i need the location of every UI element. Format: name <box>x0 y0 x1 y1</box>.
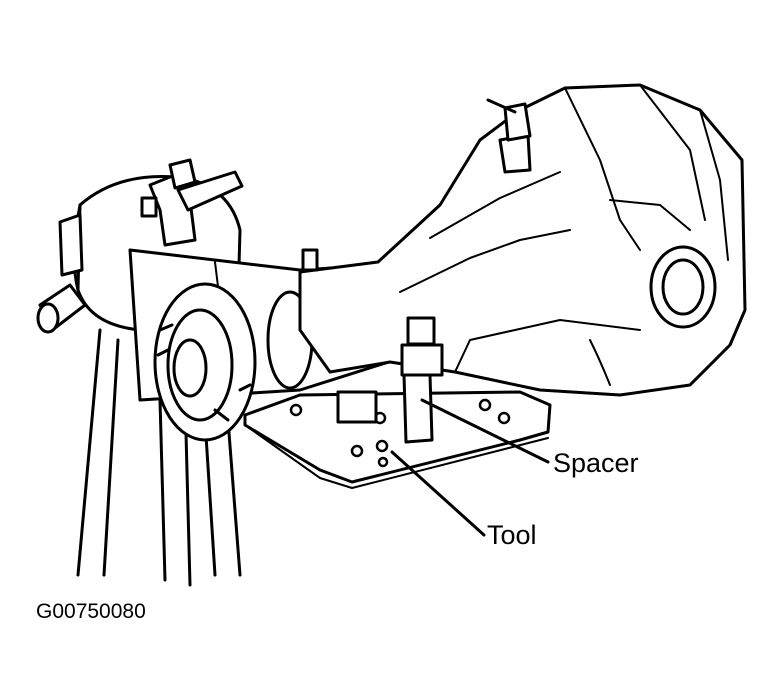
fasteners <box>301 248 444 377</box>
figure-id: G00750080 <box>36 600 146 623</box>
spacer-label: Spacer <box>553 448 639 478</box>
spacer-leader-line <box>420 398 550 464</box>
tool-leader-line <box>390 450 486 537</box>
tool-label: Tool <box>487 520 537 550</box>
stand-clamp <box>140 158 244 247</box>
tool-plate <box>243 390 552 489</box>
carrier-housing <box>298 83 747 397</box>
spacer <box>336 373 434 444</box>
side-flange <box>153 282 314 442</box>
